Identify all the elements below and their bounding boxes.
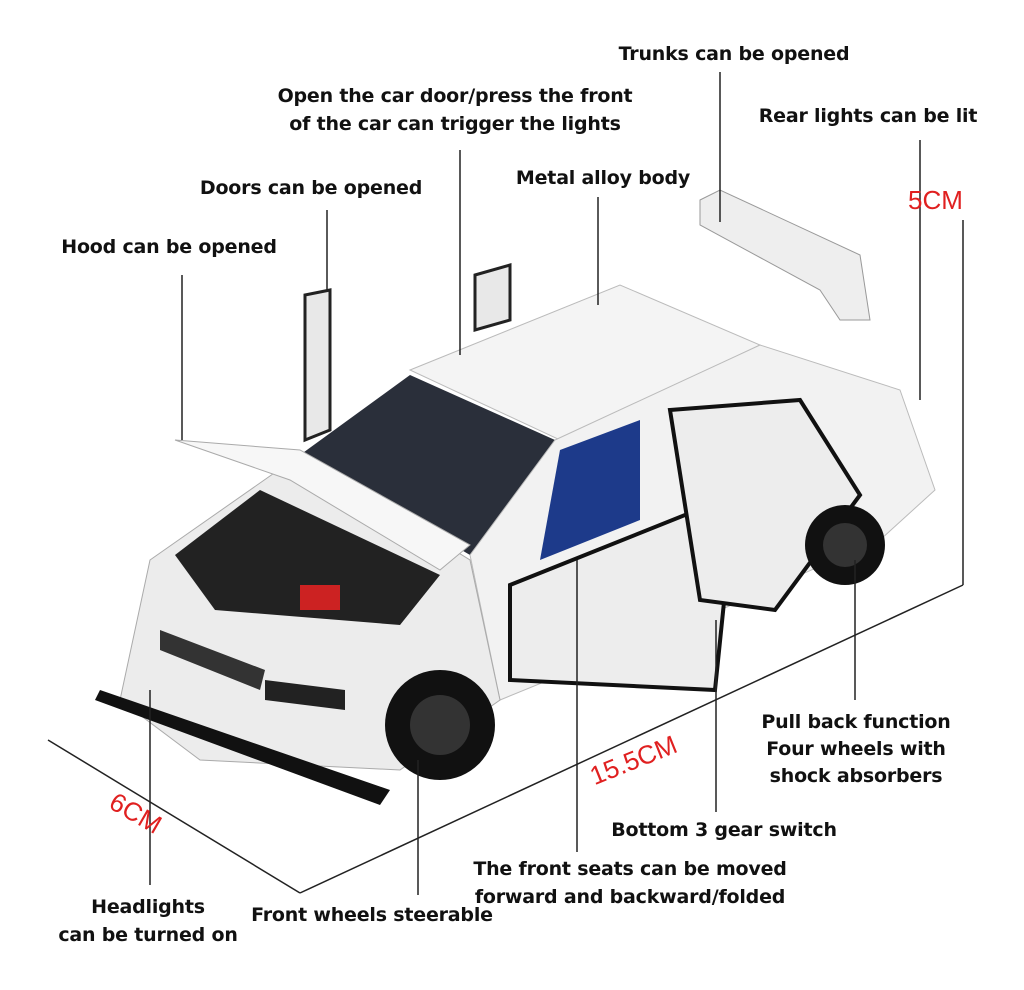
label-gear-switch: Bottom 3 gear switch: [611, 819, 837, 841]
label-metal-body: Metal alloy body: [515, 167, 691, 189]
label-pullback-line2: Four wheels with: [766, 738, 946, 760]
dimension-height: 5CM: [908, 185, 963, 215]
car-body: [95, 189, 936, 805]
label-door-lights-line1: Open the car door/press the front: [277, 85, 633, 107]
label-front-wheels: Front wheels steerable: [251, 904, 493, 926]
label-pullback-line3: shock absorbers: [769, 765, 943, 787]
label-door-lights-line2: of the car can trigger the lights: [289, 113, 621, 135]
dimension-lines: [47, 220, 964, 894]
label-pullback-line1: Pull back function: [761, 711, 951, 733]
label-headlights-line2: can be turned on: [58, 924, 238, 946]
label-seats-line2: forward and backward/folded: [474, 886, 786, 908]
label-seats-line1: The front seats can be moved: [473, 858, 787, 880]
label-trunk: Trunks can be opened: [618, 43, 850, 65]
leader-lines: [149, 72, 921, 895]
label-hood: Hood can be opened: [61, 236, 277, 258]
label-doors: Doors can be opened: [199, 177, 423, 199]
label-rear-lights: Rear lights can be lit: [758, 105, 978, 127]
label-headlights-line1: Headlights: [91, 896, 205, 918]
